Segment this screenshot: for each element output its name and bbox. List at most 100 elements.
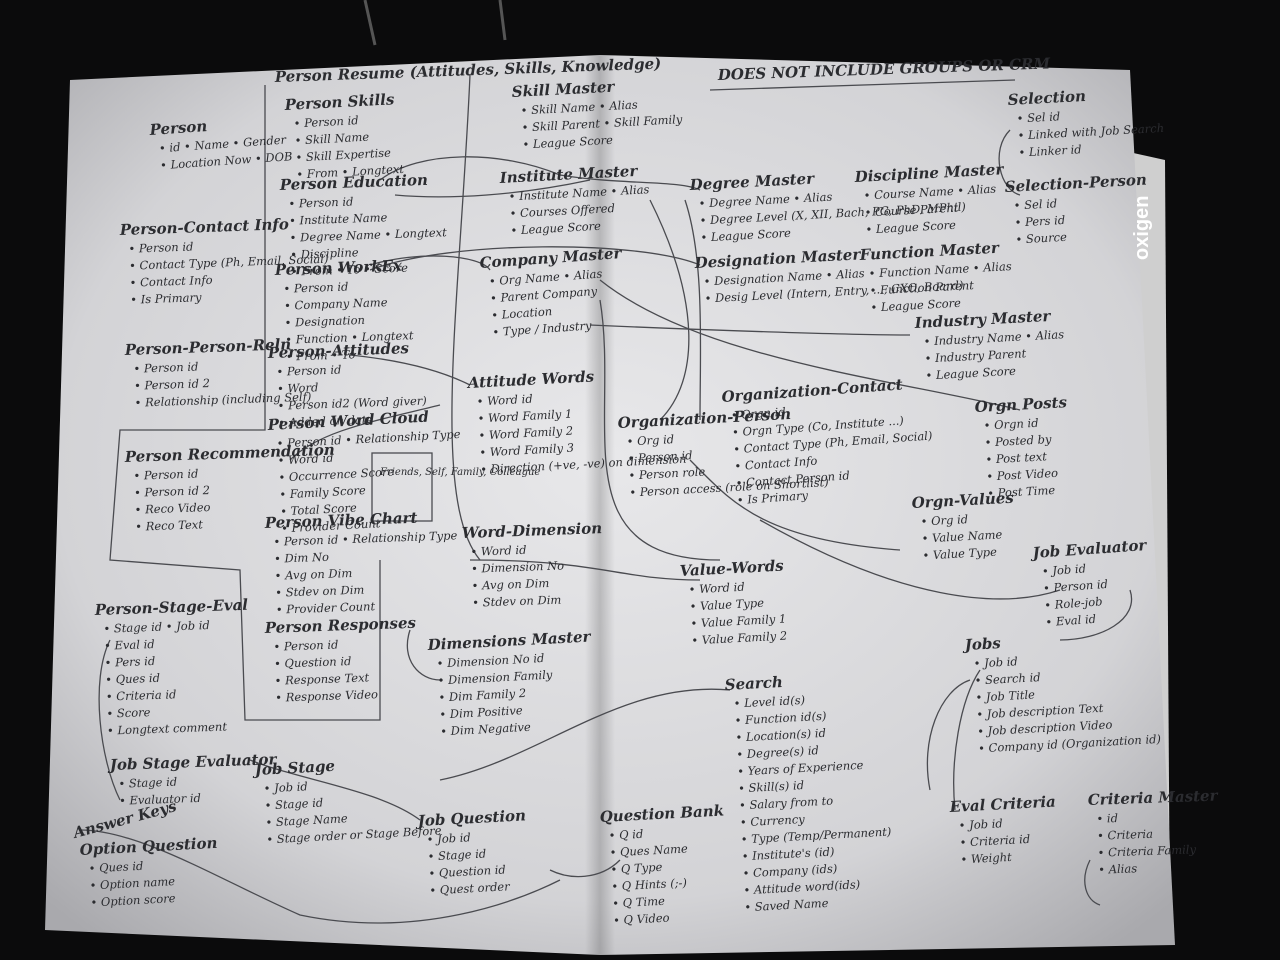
entity-field: • From • Longtext (296, 162, 405, 182)
entity-title: Person-Stage-Eval (94, 596, 249, 619)
entity-field: • Dim Family 2 (438, 686, 526, 705)
entity-boxes: Person• id • Name • Gender• Location Now… (69, 54, 1219, 927)
entity-field: • Function • Longtext (285, 328, 414, 346)
entity-title: Person Responses (264, 614, 417, 637)
entity-job-stage-evaluator: Job Stage Evaluator• Stage id• Evaluator… (107, 750, 278, 808)
entity-person-responses: Person Responses• Person id• Question id… (264, 614, 417, 705)
entity-title: Person WorkEx (274, 257, 404, 280)
entity-field: • Value Type (689, 596, 764, 614)
entity-field: • Q Type (610, 860, 663, 877)
entity-field: • Person id • Relationship Type (273, 528, 458, 548)
entity-field: • Course Name • Alias (863, 182, 996, 203)
entity-field: • Job id (263, 779, 308, 795)
entity-field: • Skill Expertise (295, 146, 391, 165)
entity-field: • Skill(s) id (738, 778, 805, 795)
entity-field: • Criteria (1097, 827, 1153, 843)
entity-person-stage-eval: Person-Stage-Eval• Stage id • Job id• Ev… (94, 596, 249, 738)
entity-field: • Industry Parent (924, 346, 1027, 365)
entity-relationship-types: Friends, Self, Family, Colleague (371, 452, 540, 522)
entity-jobs: Jobs• Job id• Search id• Job Title• Job … (961, 634, 1161, 755)
entity-field: • Dimension No (471, 558, 565, 575)
entity-field: • Degree(s) id (736, 743, 819, 761)
entity-field: • Course Parent (864, 201, 959, 220)
entity-title: Job Stage Evaluator (107, 750, 278, 774)
entity-field: • From • To (286, 347, 356, 363)
entity-field: • Job id (958, 816, 1003, 832)
entity-field: • Criteria id (959, 832, 1030, 850)
entity-person-workex: Person WorkEx• Person id• Company Name• … (274, 257, 415, 364)
entity-field: • Person id (273, 637, 338, 653)
entity-field: • Years of Experience (737, 758, 864, 779)
heading-underline (709, 79, 1016, 91)
relationship-box (371, 452, 433, 522)
entity-field: • Person id 2 (134, 483, 210, 500)
entity-field: • Quest order (429, 879, 511, 897)
entity-title: Person-Attitudes (267, 339, 410, 362)
entity-field: • Dim No (274, 550, 329, 566)
entity-field: • Longtext comment (107, 719, 228, 737)
entity-field: • League Score (510, 219, 601, 238)
entity-field: • Sel id (1013, 196, 1057, 212)
entity-field: • Stage Name (265, 811, 348, 829)
entity-field: • Eval id (1045, 612, 1096, 629)
entity-field: • Org id (626, 432, 674, 448)
entity-title: Person Vibe Chart (264, 509, 418, 532)
entity-field: • Response Video (275, 687, 378, 705)
entity-field: • Location(s) id (735, 726, 826, 745)
entity-field: • Q Time (612, 894, 665, 911)
entity-title: Person-Contact Info (119, 215, 290, 239)
entity-title: Person-Person-Reln (124, 335, 292, 359)
entity-field: • Q Hints (;-) (611, 876, 687, 894)
entity-field: • Word (277, 380, 319, 395)
entity-field: • Person id 2 (134, 376, 210, 393)
entity-eval-criteria: Eval Criteria• Job id• Criteria id• Weig… (948, 792, 1056, 866)
entity-title: Person Skills (283, 90, 395, 114)
entity-field: • League Score (865, 218, 956, 237)
entity-field: • Occurrence Score (278, 464, 395, 484)
entity-field: • Dim Positive (439, 703, 523, 721)
entity-title: Job Stage (251, 757, 335, 779)
entity-field: • Ques Name (609, 841, 688, 859)
entity-title: Word-Dimension (462, 519, 603, 542)
entity-field: • Role-job (1044, 594, 1103, 612)
entity-attitude-words: Attitude Words• Word id• Word Family 1• … (465, 367, 687, 476)
entity-field: • Post Time (987, 483, 1056, 501)
entity-field: • Stdev on Dim (472, 593, 562, 610)
entity-field: • Value Name (921, 527, 1003, 545)
entity-criteria-master: Criteria Master• id• Criteria• Criteria … (1088, 786, 1219, 876)
entity-field: • Stage id (427, 846, 486, 863)
connector-lines (79, 74, 1133, 924)
entity-job-question: Job Question• Job id• Stage id• Question… (414, 806, 526, 897)
entity-field: • Function Parent (869, 278, 974, 297)
entity-field: • id (1096, 811, 1118, 826)
entity-field: • Person id (627, 448, 693, 465)
entity-person-education: Person Education• Person id• Institute N… (279, 171, 448, 279)
entity-field: • Value Family 1 (690, 612, 786, 631)
entity-field: • Reco Text (135, 517, 203, 533)
entity-field: • Location (491, 304, 553, 322)
entity-person-attitudes: Person-Attitudes• Person id• Word• Perso… (267, 339, 427, 430)
entity-field: • Stage id (264, 795, 323, 812)
entity-field: • Question id (428, 862, 506, 880)
entity-field: • Person id (1043, 577, 1109, 595)
entity-field: • Person id (288, 194, 353, 210)
entity-field: • Added on date (278, 412, 374, 429)
entity-title: Job Question (414, 806, 526, 830)
entity-field: • Person id2 (Word giver) (277, 393, 427, 412)
folder-tab-label: oxigen (1131, 196, 1153, 260)
entity-field: • Word Family 3 (479, 441, 574, 460)
cable (363, 0, 507, 46)
entity-field: • Person id (133, 466, 198, 482)
entity-field: • Person role (628, 464, 706, 482)
entity-field: • Stdev on Dim (275, 583, 365, 600)
entity-field: • Word Family 2 (478, 424, 573, 443)
entity-field: • Is Primary (130, 290, 202, 306)
entity-field: • Posted by (984, 432, 1052, 450)
entity-field: • League Score (870, 296, 961, 315)
entity-field: • Avg on Dim (274, 566, 352, 583)
entity-field: • Dim Negative (440, 720, 531, 739)
entity-title: Selection (1007, 87, 1086, 109)
entity-field: • Skill Name • Alias (520, 97, 638, 117)
entity-field: • Value Family 2 (691, 628, 787, 647)
entity-field: • Job id (1041, 561, 1086, 578)
